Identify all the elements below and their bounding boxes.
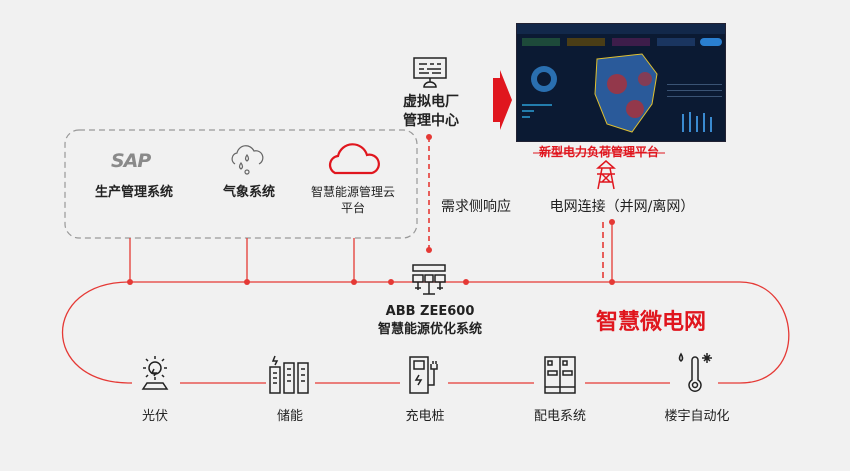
microgrid-title: 智慧微电网 xyxy=(595,310,707,335)
platform-label: 新型电力负荷管理平台 xyxy=(538,145,660,159)
solar-icon xyxy=(141,356,169,390)
transmission-tower-icon xyxy=(596,160,616,190)
cloud-rain-icon xyxy=(231,145,264,175)
grid-connection-label: 电网连接（并网/离网） xyxy=(549,199,695,215)
device-label-storage: 储能 xyxy=(276,409,304,424)
cloud-platform-line2: 平台 xyxy=(340,201,366,215)
thermometer-icon xyxy=(678,352,712,392)
arrow-icon xyxy=(493,70,512,130)
control-system-icon xyxy=(412,264,446,295)
cloud-icon xyxy=(328,143,380,175)
demand-response-label: 需求侧响应 xyxy=(441,199,511,215)
device-label-distribution: 配电系统 xyxy=(533,409,587,424)
vpp-label: 虚拟电厂 管理中心 xyxy=(403,93,459,131)
vpp-line2: 管理中心 xyxy=(403,113,459,129)
vpp-line1: 虚拟电厂 xyxy=(403,94,459,110)
device-label-building: 楼宇自动化 xyxy=(664,409,730,424)
zee600-label: ABB ZEE600 智慧能源优化系统 xyxy=(378,303,482,339)
switchgear-icon xyxy=(544,356,576,394)
external-systems-box xyxy=(64,129,418,239)
device-label-charging: 充电桩 xyxy=(405,409,445,424)
charging-pile-icon xyxy=(409,356,438,394)
sap-logo: SAP xyxy=(111,150,151,172)
load-management-dashboard-image xyxy=(516,23,726,142)
device-label-solar: 光伏 xyxy=(141,409,169,424)
microgrid-loop-left xyxy=(62,281,131,384)
zee600-name: ABB ZEE600 xyxy=(385,304,475,319)
production-system-label: 生产管理系统 xyxy=(94,185,174,200)
cloud-platform-label: 智慧能源管理云 平台 xyxy=(311,184,395,216)
microgrid-loop-right xyxy=(130,281,790,384)
zee600-subtitle: 智慧能源优化系统 xyxy=(377,322,483,337)
cloud-platform-line1: 智慧能源管理云 xyxy=(310,185,396,199)
weather-system-label: 气象系统 xyxy=(222,185,276,200)
monitor-icon xyxy=(413,57,447,88)
battery-storage-icon xyxy=(269,355,309,394)
